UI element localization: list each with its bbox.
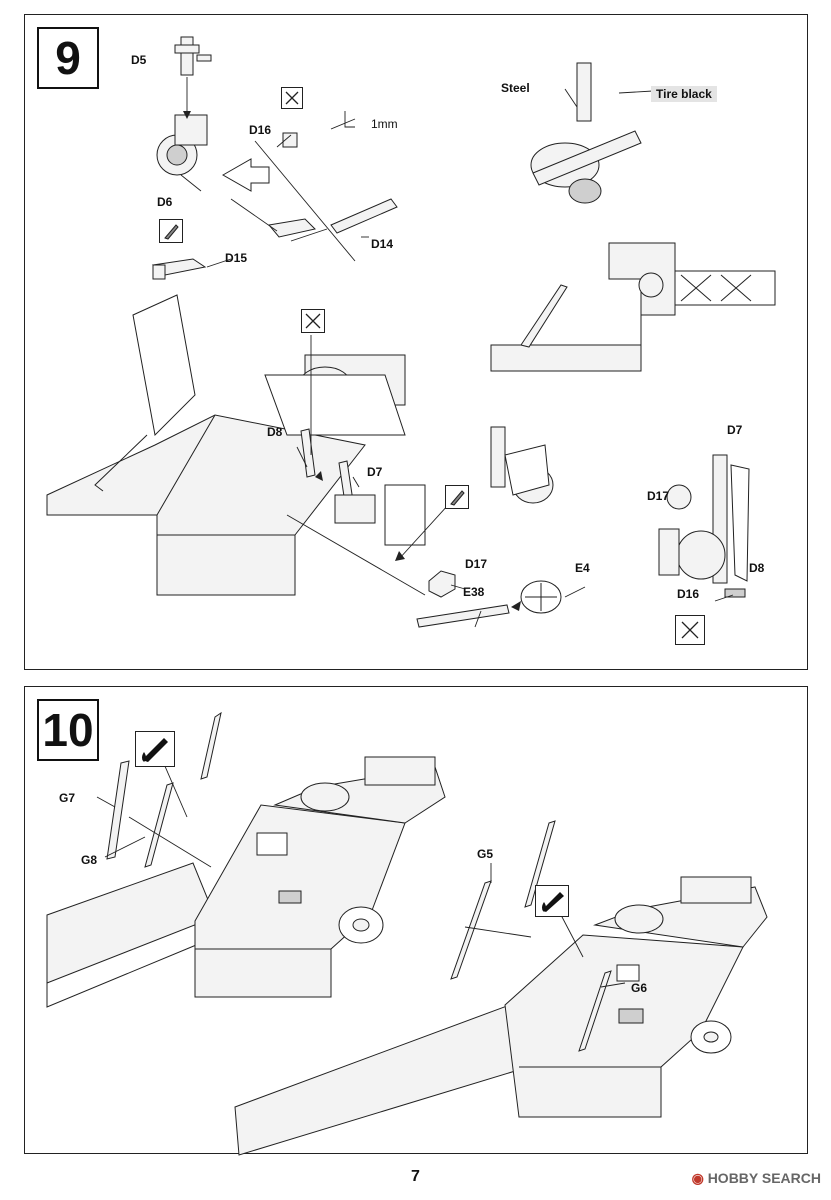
watermark-logo-icon: ◉ [691, 1170, 708, 1186]
glue-icon [159, 219, 183, 243]
label-d17: D17 [465, 557, 488, 571]
glue-drop-icon [535, 885, 569, 917]
label-d6: D6 [157, 195, 173, 209]
label-d8: D8 [267, 425, 283, 439]
label-d15: D15 [225, 251, 248, 265]
glue-icon [445, 485, 469, 509]
paint-tire-black: Tire black [651, 86, 717, 102]
label-d7: D7 [367, 465, 383, 479]
label-d16-detail: D16 [677, 587, 700, 601]
label-d5: D5 [131, 53, 147, 67]
cutter-icon [281, 87, 303, 109]
watermark-text: HOBBY SEARCH [707, 1170, 821, 1186]
label-d16: D16 [249, 123, 272, 137]
label-d14: D14 [371, 237, 394, 251]
step-10-number: 10 [37, 699, 99, 761]
step-9-drawing [46, 36, 776, 628]
label-d8-detail: D8 [749, 561, 765, 575]
page-number: 7 [411, 1168, 420, 1185]
label-e4: E4 [575, 561, 590, 575]
step-9-number: 9 [37, 27, 99, 89]
label-1mm: 1mm [371, 117, 398, 131]
label-g6: G6 [631, 981, 648, 995]
label-d7-detail: D7 [727, 423, 743, 437]
step-10-panel: 10 [24, 686, 808, 1156]
cutter-icon [675, 615, 705, 645]
glue-drop-icon [135, 731, 175, 767]
label-g5: G5 [477, 847, 494, 861]
no-glue-icon [301, 309, 325, 333]
paint-steel: Steel [501, 81, 530, 95]
label-e38: E38 [463, 585, 485, 599]
label-d17-detail: D17 [647, 489, 670, 503]
label-g8: G8 [81, 853, 98, 867]
watermark: ◉ HOBBY SEARCH [692, 1170, 821, 1187]
label-g7: G7 [59, 791, 76, 805]
step-10-drawing [46, 711, 768, 1156]
step-9-panel: 9 [24, 14, 808, 670]
